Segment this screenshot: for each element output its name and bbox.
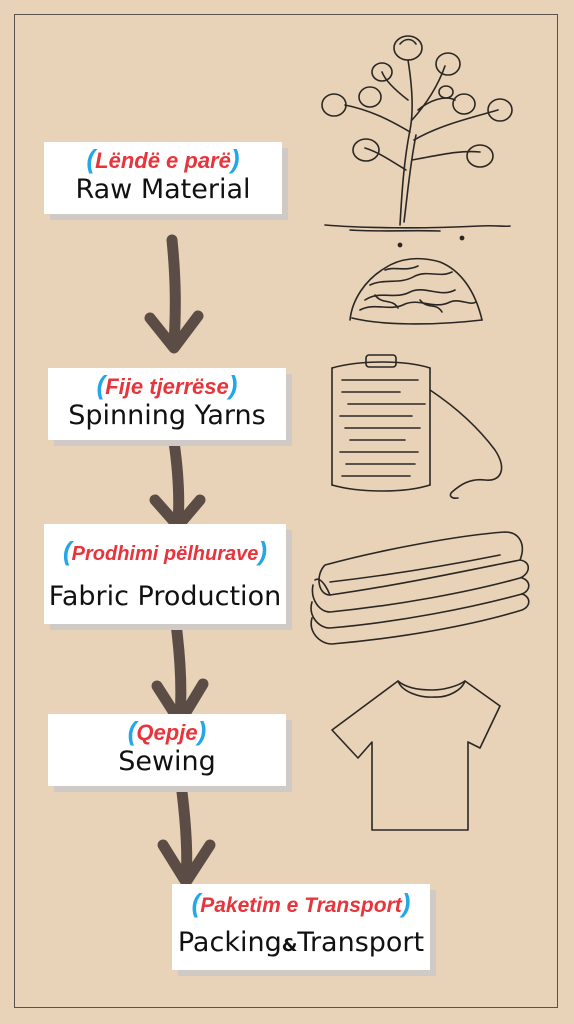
folded-fabric-icon <box>310 531 530 645</box>
t-shirt-icon <box>331 680 501 831</box>
step-raw-material: (Lëndë e parë) Raw Material <box>44 142 282 214</box>
cotton-plant-icon <box>321 35 513 232</box>
seed-dot <box>397 242 403 248</box>
step-albanian-label: (Lëndë e parë) <box>86 144 240 174</box>
arrow-2-icon <box>149 436 206 532</box>
step-albanian-label: (Prodhimi pëlhurave) <box>62 536 268 566</box>
step-packing-transport: (Paketim e Transport) Packing&Transport <box>172 884 430 970</box>
arrow-4-icon <box>157 786 216 888</box>
arrow-3-icon <box>151 618 209 728</box>
step-english-label: Sewing <box>118 746 216 777</box>
step-english-label: Packing&Transport <box>177 927 425 958</box>
step-spinning-yarns: (Fije tjerrëse) Spinning Yarns <box>48 368 286 440</box>
step-fabric-production: (Prodhimi pëlhurave) Fabric Production <box>44 524 286 624</box>
step-english-label: Spinning Yarns <box>68 400 266 431</box>
step-albanian-label: (Fije tjerrëse) <box>96 370 238 400</box>
step-english-label: Fabric Production <box>48 581 282 612</box>
seed-dot <box>459 235 465 241</box>
step-sewing: (Qepje) Sewing <box>48 714 286 786</box>
step-english-label: Raw Material <box>75 174 251 205</box>
step-albanian-label: (Paketim e Transport) <box>191 888 411 918</box>
arrow-1-icon <box>144 234 204 354</box>
border-frame <box>14 14 558 1008</box>
cotton-pile-icon <box>349 257 483 325</box>
step-albanian-label: (Qepje) <box>127 716 207 746</box>
yarn-spool-icon <box>331 354 503 499</box>
